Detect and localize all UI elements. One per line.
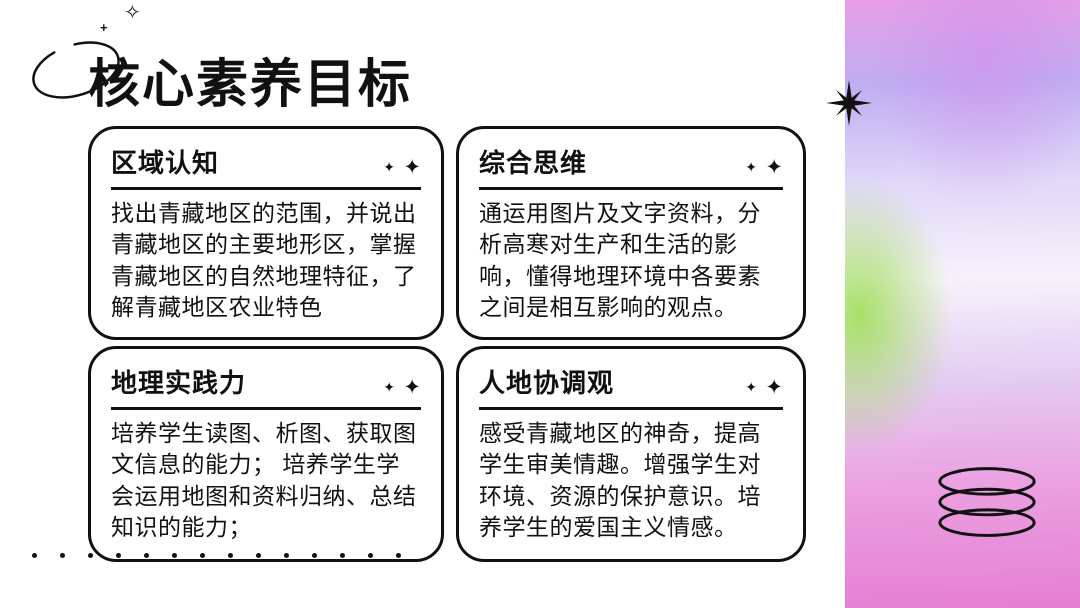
card-header: 区域认知 ✦ ✦ <box>111 143 421 190</box>
card-header: 人地协调观 ✦ ✦ <box>479 363 783 410</box>
card-body-text: 找出青藏地区的范围，并说出青藏地区的主要地形区，掌握青藏地区的自然地理特征，了解… <box>111 200 417 320</box>
sparkle-icon: ✦ <box>765 156 783 179</box>
card-body-text: 感受青藏地区的神奇，提高学生审美情趣。增强学生对环境、资源的保护意识。培养学生的… <box>479 420 761 540</box>
gradient-strip-decoration <box>845 0 1080 608</box>
card-heading: 人地协调观 <box>479 368 615 398</box>
card-header: 综合思维 ✦ ✦ <box>479 143 783 190</box>
card-geographic-practice: 地理实践力 ✦ ✦ 培养学生读图、析图、获取图文信息的能力； 培养学生学会运用地… <box>88 346 444 562</box>
page-title: 核心素养目标 <box>88 56 413 114</box>
card-heading: 综合思维 <box>479 148 588 178</box>
card-regional-cognition: 区域认知 ✦ ✦ 找出青藏地区的范围，并说出青藏地区的主要地形区，掌握青藏地区的… <box>88 126 444 340</box>
dotted-line-decoration <box>32 553 401 558</box>
sparkle-icons: ✦ ✦ <box>745 375 783 400</box>
card-heading: 地理实践力 <box>111 368 247 398</box>
sparkle-icon: ✦ <box>745 159 757 175</box>
sparkle-icons: ✦ ✦ <box>383 155 421 180</box>
sparkle-icon: ✦ <box>403 376 421 399</box>
sparkle-icon: ✦ <box>403 156 421 179</box>
sparkle-icons: ✦ ✦ <box>383 375 421 400</box>
card-body-text: 培养学生读图、析图、获取图文信息的能力； 培养学生学会运用地图和资料归纳、总结知… <box>111 420 417 540</box>
card-heading: 区域认知 <box>111 148 220 178</box>
card-human-land-coordination: 人地协调观 ✦ ✦ 感受青藏地区的神奇，提高学生审美情趣。增强学生对环境、资源的… <box>456 346 806 562</box>
plus-icon: + <box>100 20 108 35</box>
card-body-text: 通运用图片及文字资料，分析高寒对生产和生活的影响，懂得地理环境中各要素之间是相互… <box>479 200 761 320</box>
sparkle-icon: ✧ <box>124 2 141 24</box>
coil-spring-icon <box>933 464 1041 544</box>
sparkle-icon: ✦ <box>765 376 783 399</box>
sparkle-icon: ✦ <box>383 159 395 175</box>
sparkle-icon: ✦ <box>745 379 757 395</box>
card-comprehensive-thinking: 综合思维 ✦ ✦ 通运用图片及文字资料，分析高寒对生产和生活的影响，懂得地理环境… <box>456 126 806 340</box>
card-header: 地理实践力 ✦ ✦ <box>111 363 421 410</box>
burst-star-icon <box>826 80 872 126</box>
sparkle-icon: ✦ <box>383 379 395 395</box>
hand-drawn-circle-icon <box>26 34 126 104</box>
sparkle-icons: ✦ ✦ <box>745 155 783 180</box>
